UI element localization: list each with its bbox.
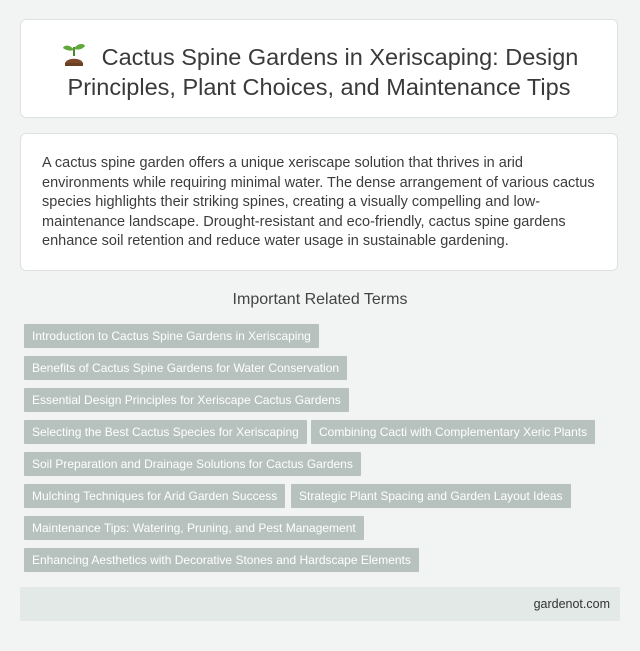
page-title-text: Cactus Spine Gardens in Xeriscaping: Des…	[67, 44, 579, 100]
title-card: Cactus Spine Gardens in Xeriscaping: Des…	[20, 19, 618, 118]
related-term-link[interactable]: Essential Design Principles for Xeriscap…	[24, 388, 349, 412]
related-term-link[interactable]: Mulching Techniques for Arid Garden Succ…	[24, 484, 286, 508]
related-term-link[interactable]: Soil Preparation and Drainage Solutions …	[24, 452, 361, 476]
page-title: Cactus Spine Gardens in Xeriscaping: Des…	[21, 20, 617, 102]
footer-site-link[interactable]: gardenot.com	[533, 597, 610, 611]
related-term-link[interactable]: Maintenance Tips: Watering, Pruning, and…	[24, 516, 364, 540]
related-term-link[interactable]: Strategic Plant Spacing and Garden Layou…	[291, 484, 571, 508]
summary-text: A cactus spine garden offers a unique xe…	[42, 155, 595, 249]
related-terms-heading: Important Related Terms	[232, 291, 408, 308]
footer: gardenot.com	[20, 587, 620, 621]
summary-card: A cactus spine garden offers a unique xe…	[20, 133, 618, 271]
related-term-link[interactable]: Combining Cacti with Complementary Xeric…	[311, 420, 596, 444]
related-term-link[interactable]: Benefits of Cactus Spine Gardens for Wat…	[24, 356, 348, 380]
related-term-link[interactable]: Enhancing Aesthetics with Decorative Sto…	[24, 548, 419, 572]
related-term-link[interactable]: Introduction to Cactus Spine Gardens in …	[24, 324, 319, 348]
seedling-icon	[62, 44, 85, 66]
related-term-link[interactable]: Selecting the Best Cactus Species for Xe…	[24, 420, 307, 444]
